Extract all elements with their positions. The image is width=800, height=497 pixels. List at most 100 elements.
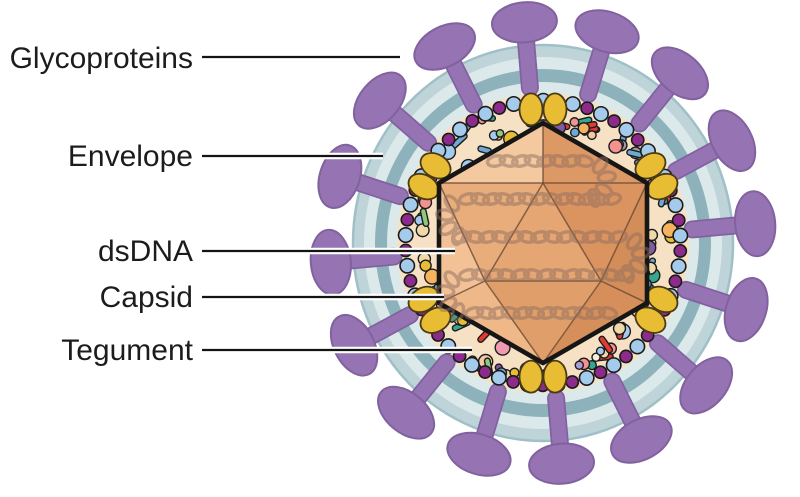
spike-head (528, 442, 595, 485)
spike-head (707, 109, 757, 172)
membrane-bead (670, 258, 687, 275)
tegument-protein (586, 130, 597, 141)
glycoprotein-spike (317, 143, 409, 209)
spike-head (317, 143, 363, 209)
spike-head (679, 356, 734, 415)
dna-link (548, 268, 570, 282)
dna-link (477, 230, 499, 244)
spike-head (650, 46, 709, 101)
spike-head (491, 1, 558, 44)
glycoprotein-spike (683, 190, 777, 258)
dna-link (613, 268, 635, 282)
dna-link (523, 154, 544, 168)
dna-link (581, 230, 603, 244)
spike-stem (685, 217, 748, 237)
dna-link (601, 192, 623, 206)
dna-link (483, 268, 505, 282)
spike-head (329, 314, 379, 377)
membrane-bead (463, 356, 480, 373)
dna-link (529, 192, 551, 206)
dna-link (542, 230, 564, 244)
dna-link (541, 192, 563, 206)
dna-link (476, 306, 497, 320)
membrane-bead (673, 244, 688, 258)
dna-link (500, 306, 521, 320)
leader-lines (202, 53, 472, 354)
dna-link (457, 268, 479, 282)
dna-link (568, 230, 590, 244)
portal-protein (634, 152, 667, 180)
dsdna-coil (435, 154, 651, 323)
tegument-protein (577, 122, 590, 135)
glycoprotein-spike (648, 334, 734, 415)
membrane-bead (490, 369, 507, 386)
membrane-bead (399, 257, 416, 274)
dna-link (573, 154, 595, 168)
capsid-outline (436, 120, 650, 366)
dna-link (591, 156, 609, 175)
dna-link (443, 270, 461, 289)
portal-protein (634, 306, 667, 334)
capsid-facet (543, 281, 647, 363)
dna-link (470, 268, 492, 282)
membrane-bead (619, 349, 633, 364)
membrane-bead (578, 369, 595, 386)
spike-head (610, 415, 673, 464)
glycoprotein-spike (667, 109, 757, 180)
dna-link (549, 306, 570, 320)
tegument-protein (591, 352, 601, 362)
dna-link (493, 192, 515, 206)
dna-link (435, 284, 456, 298)
tegument-protein (612, 321, 627, 336)
tegument-protein (595, 346, 606, 356)
dna-link (481, 192, 503, 206)
membrane-bead (605, 357, 622, 374)
membrane-bead (477, 105, 494, 122)
dna-link (517, 192, 539, 206)
spike-stem (518, 30, 538, 95)
spike-stem (668, 140, 726, 179)
glycoprotein-spike (574, 9, 640, 104)
capsid-facet (439, 281, 543, 363)
dna-link (463, 306, 485, 320)
tegument-protein (608, 139, 623, 154)
glycoprotein-spike (677, 277, 769, 343)
membrane-bead (492, 101, 507, 115)
label-capsid: Capsid (100, 281, 193, 314)
membrane-bead (672, 227, 689, 244)
glycoprotein-spike (491, 1, 558, 97)
portal-protein (542, 92, 568, 127)
membrane-bead (630, 132, 645, 147)
membrane-bead (580, 101, 595, 116)
dna-link (536, 306, 558, 320)
dna-link (628, 258, 648, 275)
spike-head (309, 228, 352, 296)
labels: Glycoproteins Envelope dsDNA Capsid Tegu… (10, 42, 194, 367)
dna-link (561, 268, 583, 282)
glycoprotein-spike (446, 382, 512, 477)
spike-stem (632, 78, 678, 131)
portal-protein (419, 152, 452, 180)
membrane-bead (565, 375, 580, 389)
dna-link (573, 306, 594, 320)
capsid-facet-edge (600, 280, 648, 304)
spike-stem (408, 355, 454, 408)
spike-stem (678, 282, 740, 313)
membrane-bead (618, 121, 635, 138)
dna-link (589, 192, 611, 206)
dna-link (509, 268, 531, 282)
dna-link (505, 192, 527, 206)
tegument-protein (569, 127, 580, 138)
spike-head (352, 71, 407, 130)
membrane-bead (402, 196, 419, 213)
dna-link (443, 194, 461, 213)
dna-link (435, 208, 456, 222)
tegument-protein (569, 117, 580, 128)
glycoprotein-spike (528, 389, 595, 485)
membrane-bead (629, 338, 646, 355)
dna-link (510, 154, 532, 168)
glycoproteins (309, 1, 777, 485)
dna-link (512, 306, 533, 320)
